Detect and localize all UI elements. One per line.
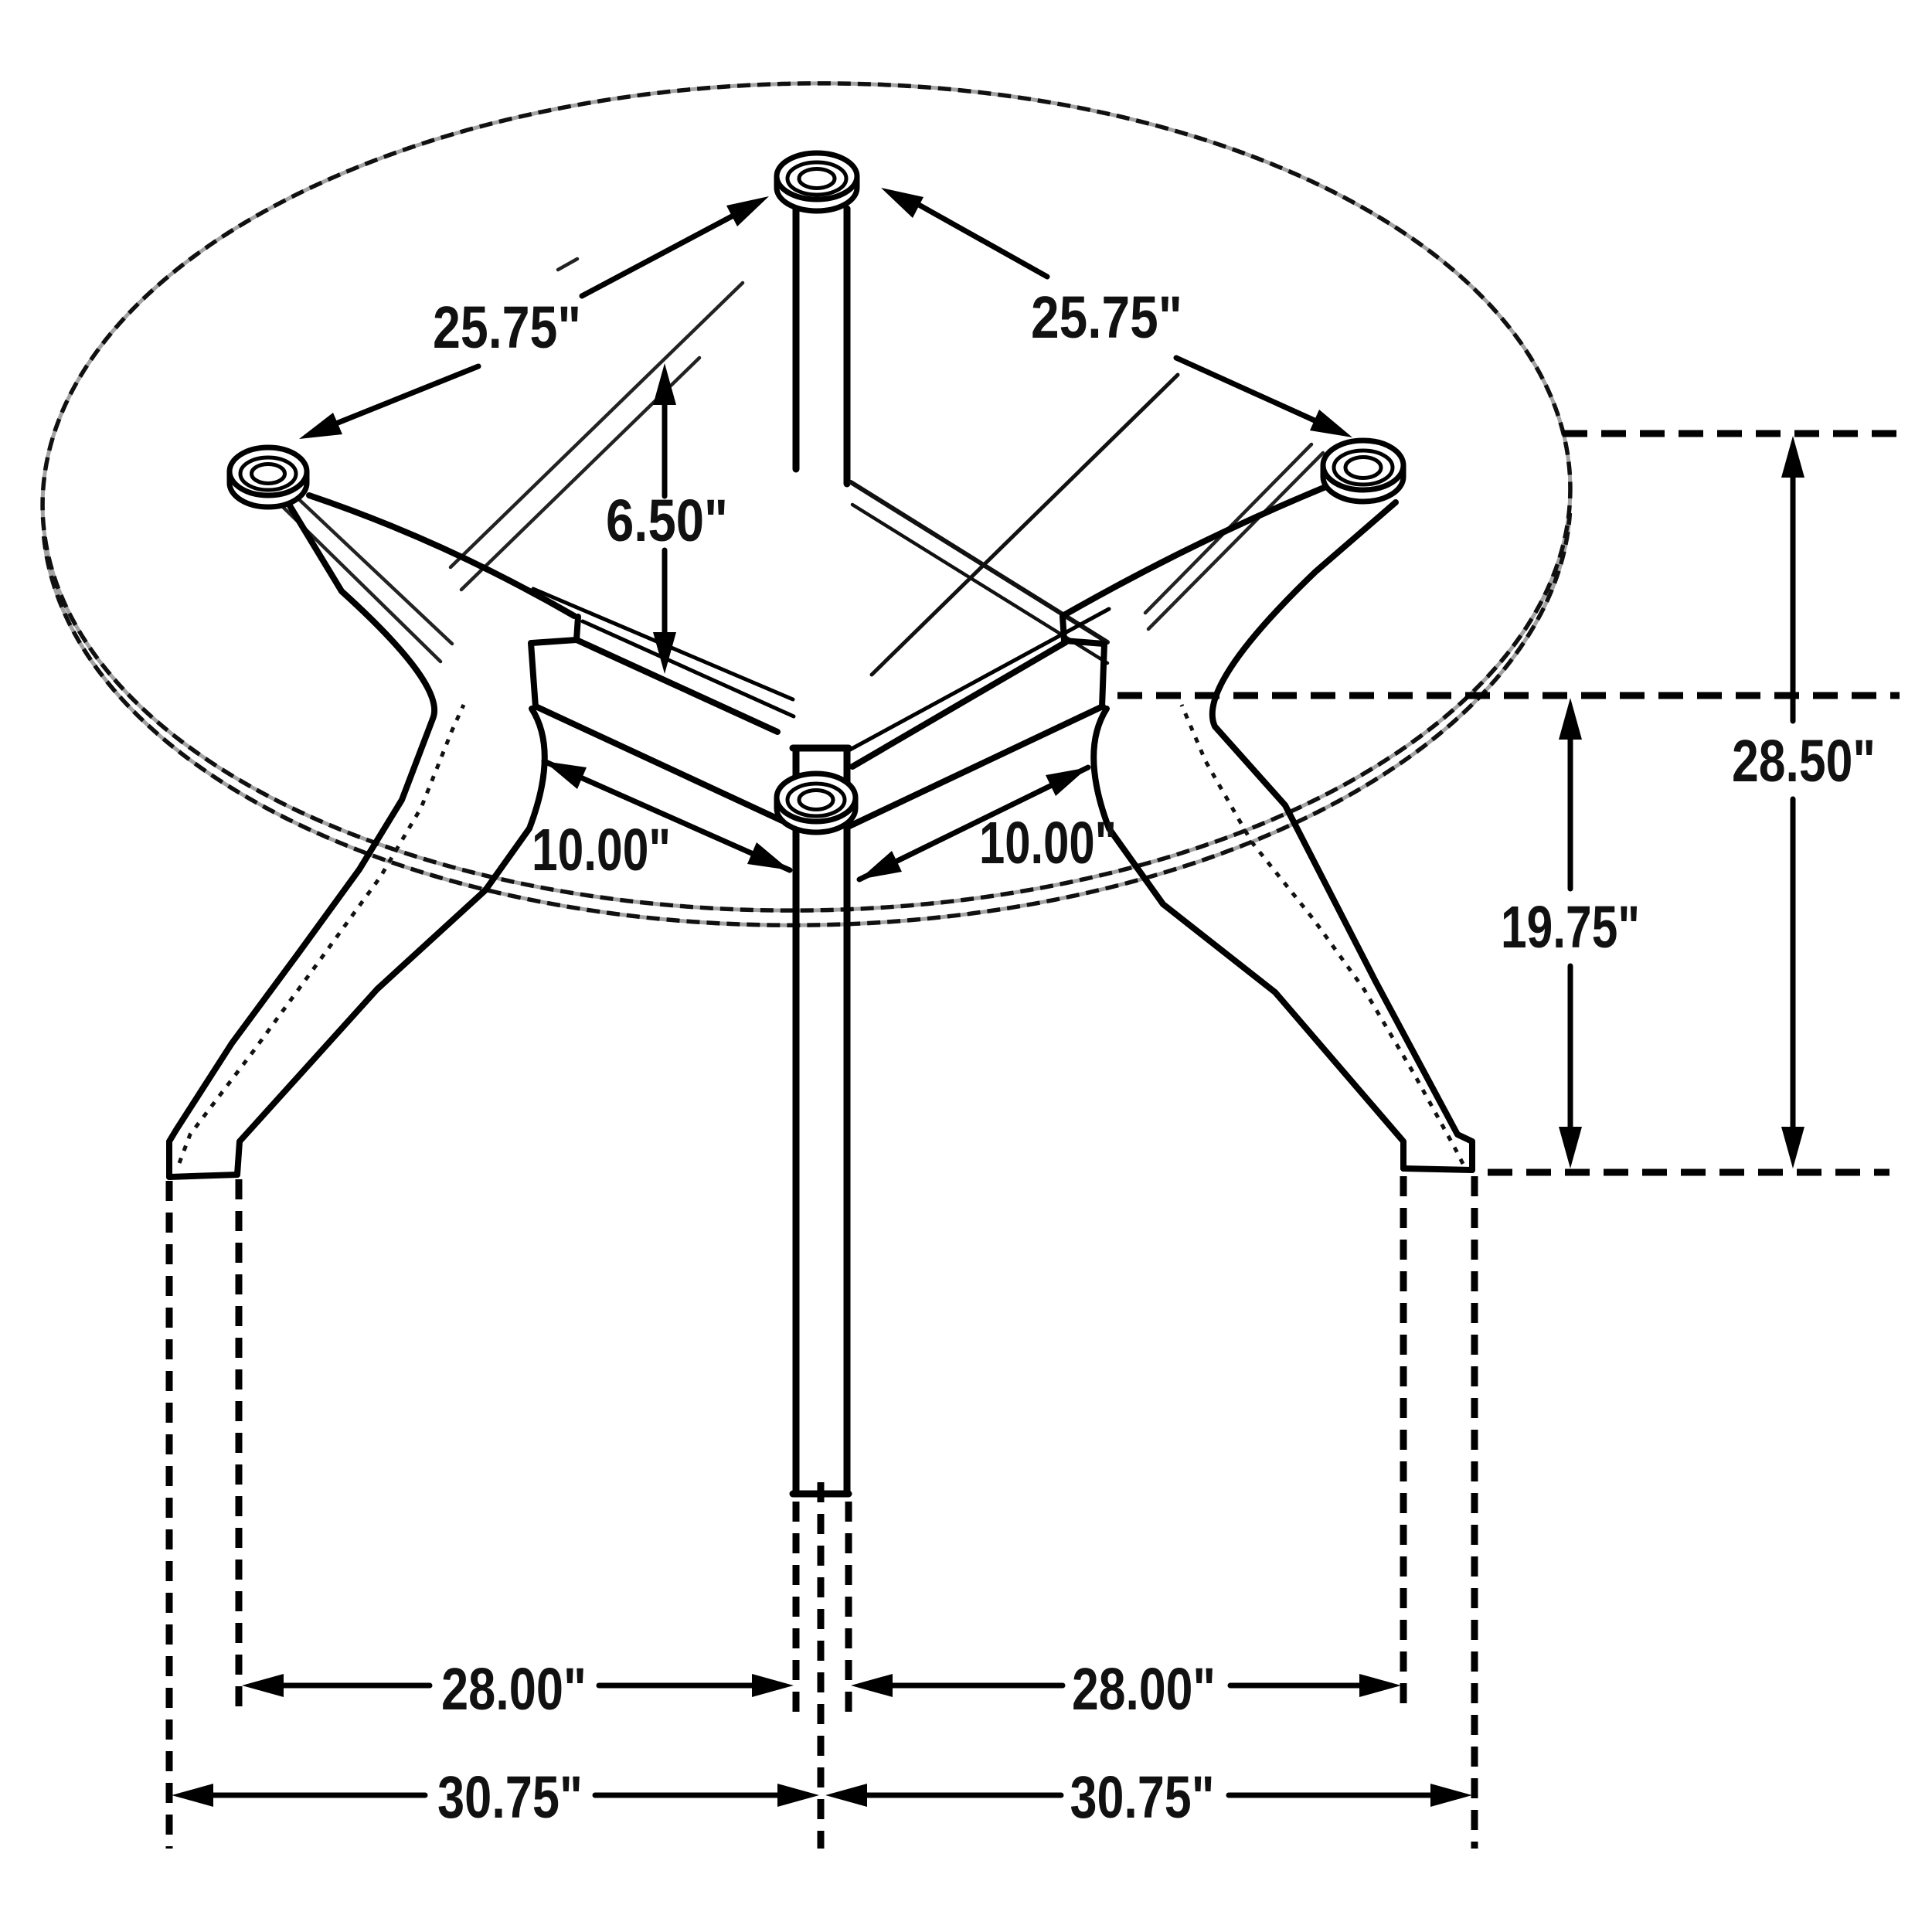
svg-text:30.75": 30.75"	[437, 1764, 583, 1831]
svg-text:6.50": 6.50"	[606, 488, 728, 554]
svg-text:30.75": 30.75"	[1070, 1764, 1215, 1831]
svg-text:25.75": 25.75"	[433, 294, 581, 361]
svg-text:10.00": 10.00"	[532, 817, 671, 883]
svg-text:28.00": 28.00"	[1072, 1656, 1216, 1723]
svg-text:10.00": 10.00"	[979, 810, 1117, 876]
svg-text:19.75": 19.75"	[1501, 894, 1640, 961]
svg-text:28.50": 28.50"	[1732, 728, 1876, 794]
svg-text:25.75": 25.75"	[1031, 284, 1182, 351]
svg-text:28.00": 28.00"	[441, 1656, 587, 1723]
